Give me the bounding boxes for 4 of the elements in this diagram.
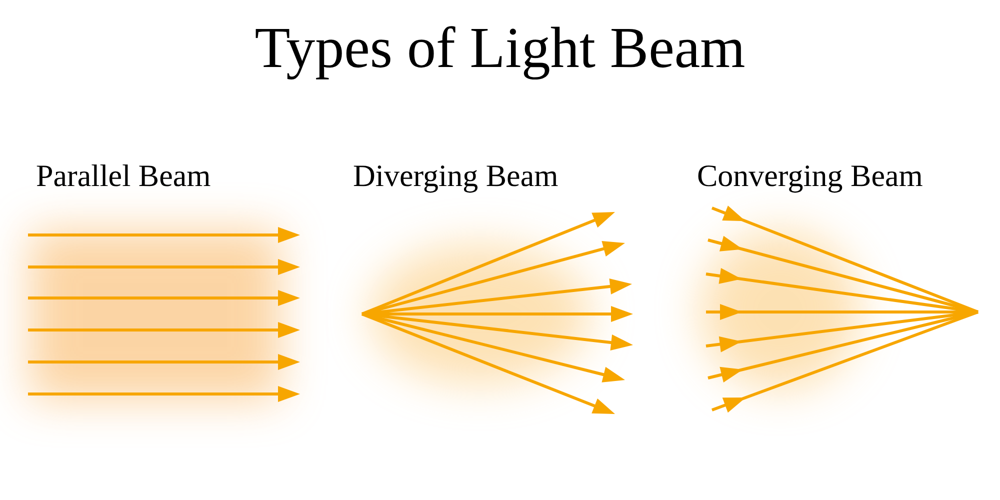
beam-label: Parallel Beam bbox=[36, 158, 211, 194]
title: Types of Light Beam bbox=[254, 14, 746, 81]
beam-label: Diverging Beam bbox=[353, 158, 558, 194]
beam-label: Converging Beam bbox=[697, 158, 923, 194]
